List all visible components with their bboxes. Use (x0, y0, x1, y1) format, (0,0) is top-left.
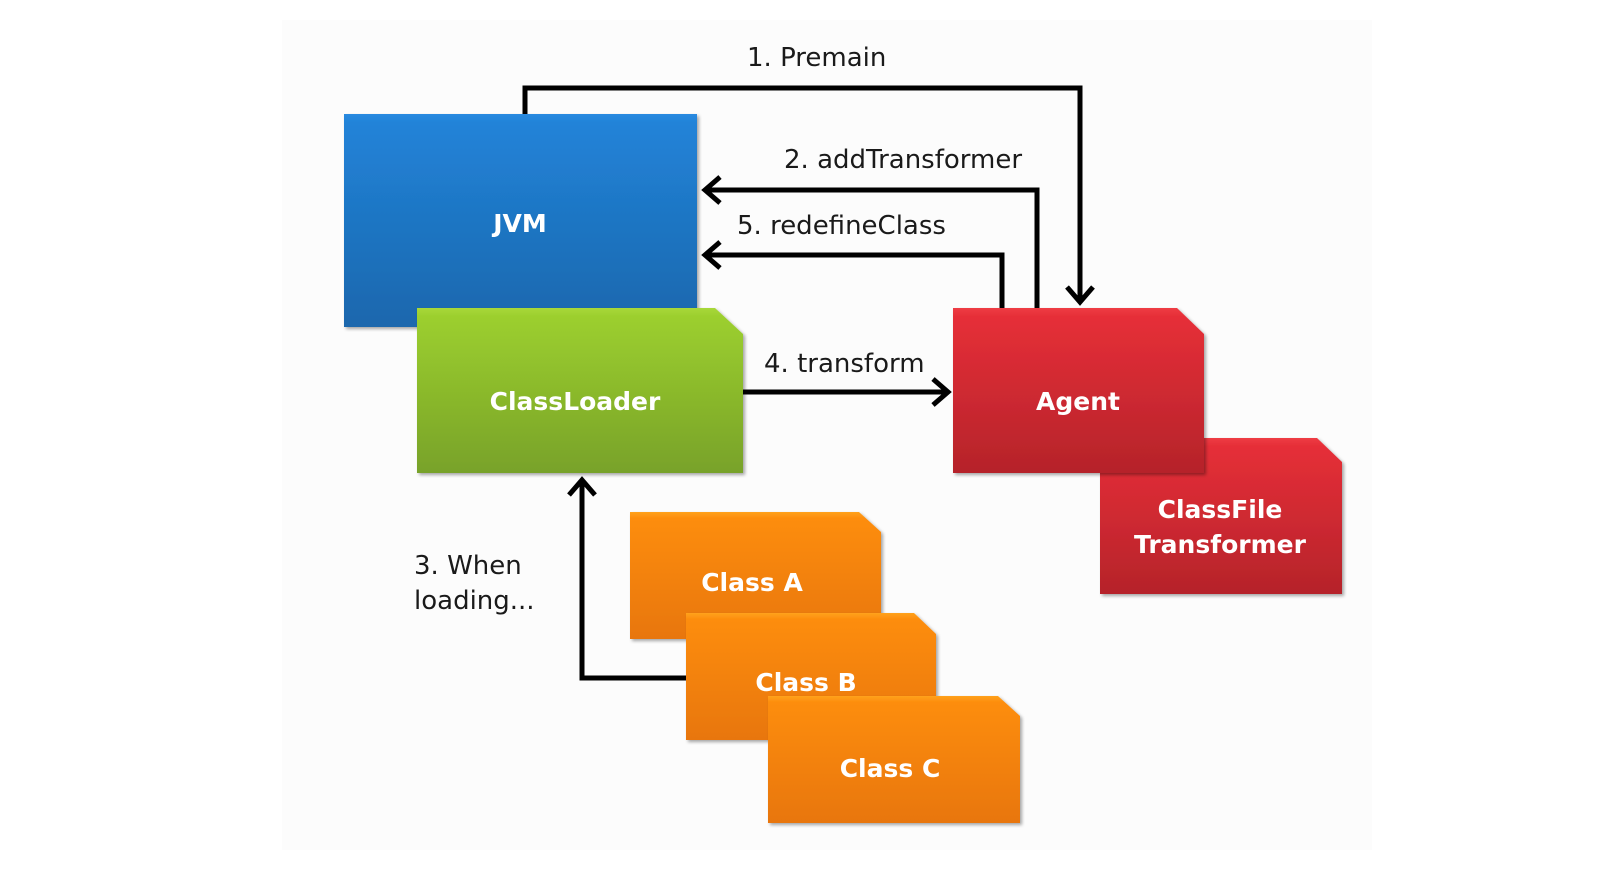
arrowhead-down-icon (1065, 285, 1095, 306)
node-class-a[interactable]: Class A (630, 512, 881, 639)
node-classloader-label: ClassLoader (490, 387, 661, 416)
node-agent[interactable]: Agent (953, 308, 1204, 473)
arrowhead-left-icon (701, 240, 722, 270)
edge-add-transformer (701, 175, 1040, 308)
node-classloader[interactable]: ClassLoader (417, 308, 743, 473)
edge-label-redefine-class: 5. redefineClass (737, 211, 946, 241)
node-class-c-label: Class C (840, 754, 941, 783)
arrowhead-right-icon (931, 377, 952, 407)
arrowhead-left-icon (701, 175, 722, 205)
edge-label-when-loading-line2: loading... (414, 586, 535, 616)
node-agent-label: Agent (1036, 387, 1120, 416)
edge-premain (522, 85, 1095, 306)
edge-redefine-class (701, 240, 1005, 308)
edge-label-when-loading-line1: 3. When (414, 551, 522, 581)
arrowhead-up-icon (567, 476, 597, 497)
edge-label-add-transformer: 2. addTransformer (784, 145, 1022, 175)
node-jvm[interactable]: JVM (344, 114, 697, 327)
edge-label-transform: 4. transform (764, 349, 925, 379)
node-classfile-transformer[interactable]: ClassFile Transformer (1100, 438, 1342, 594)
edge-transform (743, 377, 952, 407)
node-classfile-transformer-line1: ClassFile (1158, 495, 1283, 524)
edge-when-loading (567, 476, 688, 681)
node-class-b-label: Class B (755, 668, 856, 697)
edge-label-premain: 1. Premain (747, 43, 886, 73)
node-jvm-label: JVM (491, 209, 547, 238)
node-class-c[interactable]: Class C (768, 696, 1020, 823)
node-classfile-transformer-line2: Transformer (1134, 530, 1307, 559)
node-class-a-label: Class A (701, 568, 803, 597)
